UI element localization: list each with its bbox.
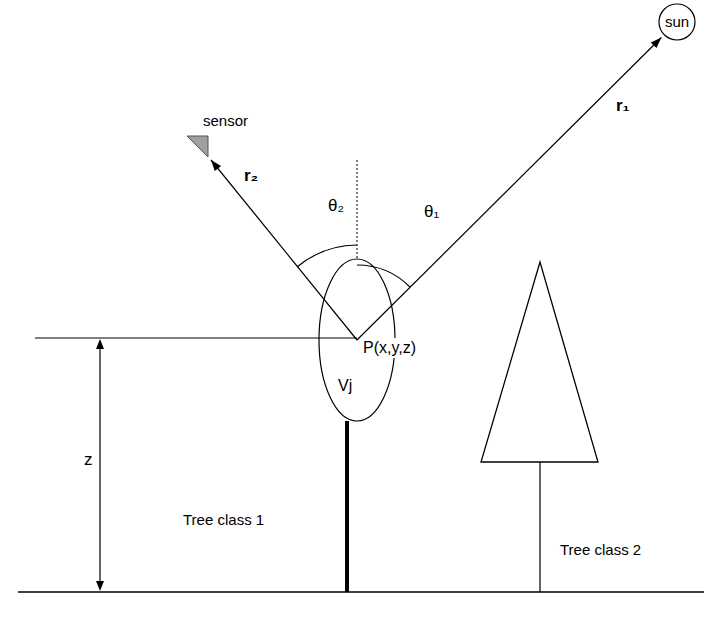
arrowhead [651, 38, 662, 49]
vector-label: r₁ [616, 96, 630, 116]
sun-outline [659, 4, 695, 40]
tree-trunk [345, 421, 349, 592]
node-text: Vj [338, 377, 352, 395]
vertical-reference [357, 160, 358, 258]
direction-vector [211, 160, 357, 340]
tree-trunk [539, 462, 540, 592]
arrowhead [211, 160, 221, 171]
sensor-node: sensor [183, 110, 259, 160]
sensor-symbol [187, 136, 208, 157]
vector-label: r₂ [244, 166, 258, 186]
ground-line [18, 591, 704, 593]
angle-label: θ₂ [328, 196, 344, 216]
vector-line [211, 160, 357, 340]
vector-line [357, 38, 661, 340]
dimension-arrowhead [96, 581, 104, 591]
angle-arc [297, 245, 357, 267]
conifer-crown [481, 262, 598, 462]
node-text: sensor [203, 112, 248, 130]
height-reference-line [35, 337, 357, 338]
dimension-label: z [84, 450, 93, 470]
dimension-arrowhead [96, 339, 104, 349]
tree-class-label: Tree class 1 [183, 510, 264, 530]
angle-arc [357, 265, 410, 287]
point-label: P(x,y,z) [362, 338, 417, 358]
sun-circle: sun [656, 3, 698, 41]
dimension-line [99, 344, 100, 588]
tree-class-label: Tree class 2 [560, 540, 641, 560]
direction-vector [357, 38, 661, 340]
angle-label: θ₁ [424, 202, 439, 222]
node-text: sun [665, 13, 689, 31]
